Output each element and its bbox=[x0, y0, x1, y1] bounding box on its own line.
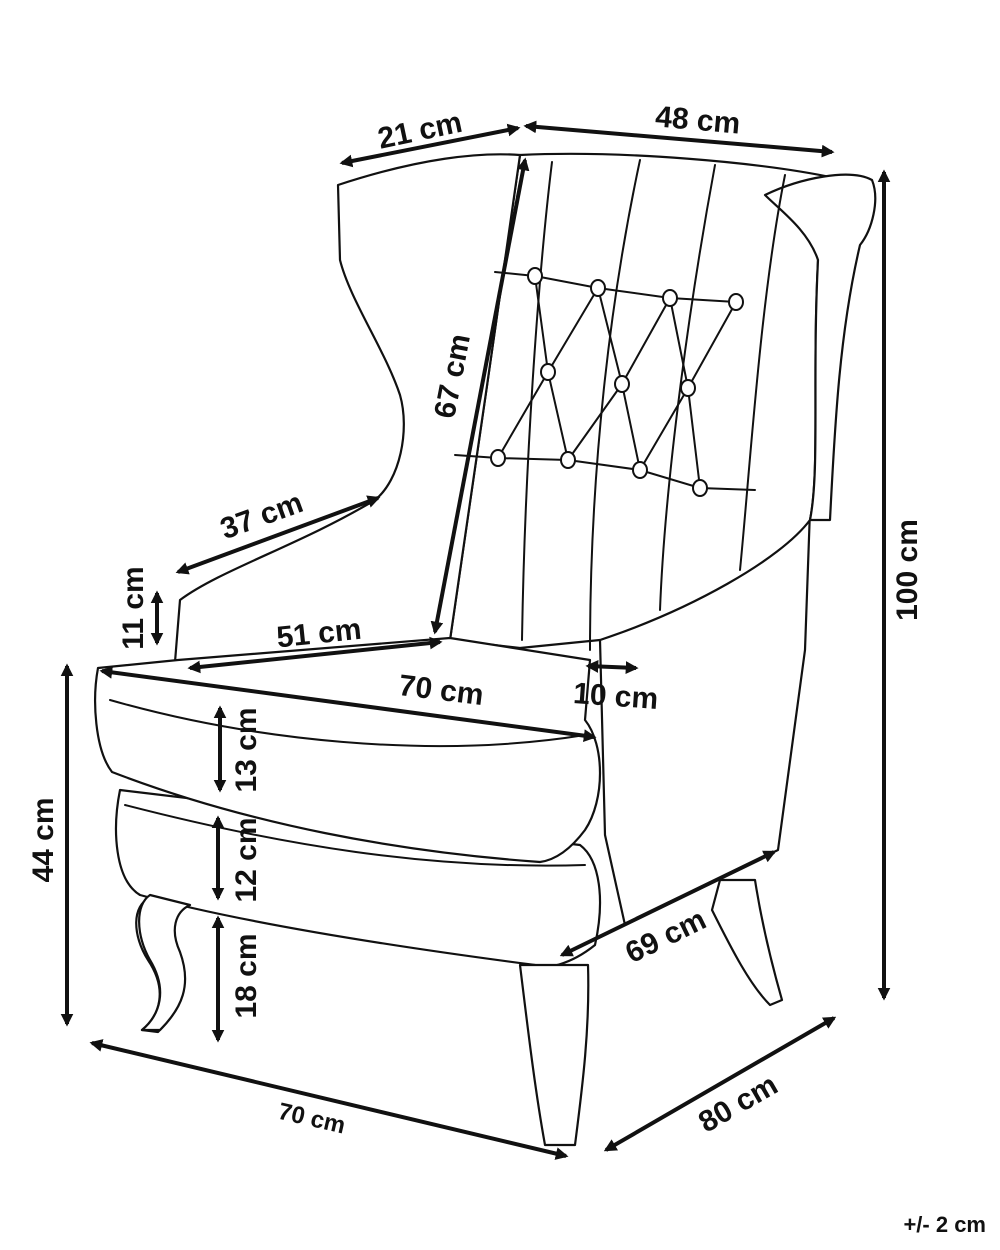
right-wing bbox=[763, 173, 877, 522]
label-cushion-height: 13 cm bbox=[230, 707, 263, 792]
tufting-channel bbox=[659, 164, 716, 611]
label-total-depth: 80 cm bbox=[693, 1068, 783, 1139]
label-total-width: 70 cm bbox=[275, 1098, 347, 1140]
label-seat-height: 44 cm bbox=[27, 797, 60, 882]
label-frame-height: 12 cm bbox=[230, 817, 263, 902]
label-arm-width: 10 cm bbox=[572, 677, 659, 716]
tufting-channel bbox=[589, 159, 641, 651]
label-arm-length: 37 cm bbox=[216, 486, 307, 546]
dim-line-total-width bbox=[89, 1039, 569, 1160]
dim-line-back-width bbox=[523, 120, 835, 158]
tufting-channel bbox=[739, 174, 786, 571]
front-left-leg bbox=[138, 893, 192, 1032]
front-right-leg bbox=[518, 963, 590, 1147]
label-leg-height: 18 cm bbox=[230, 933, 263, 1018]
dimension-lines bbox=[60, 120, 891, 1160]
dim-line-seat-depth bbox=[187, 636, 443, 674]
dim-line-side-wing-depth bbox=[339, 123, 521, 168]
dim-line-seat-width bbox=[99, 666, 597, 742]
back-right-leg bbox=[710, 878, 784, 1007]
dim-line-backrest-height bbox=[430, 157, 530, 635]
frame-seam bbox=[124, 804, 586, 867]
dim-line-total-depth bbox=[603, 1016, 837, 1152]
armchair-drawing bbox=[94, 152, 877, 1147]
dim-line-side-depth bbox=[559, 850, 777, 957]
dim-line-arm-width bbox=[585, 660, 639, 674]
label-back-width: 48 cm bbox=[654, 100, 742, 140]
label-total-height: 100 cm bbox=[891, 519, 924, 621]
label-arm-height: 11 cm bbox=[117, 566, 150, 649]
tolerance-note: +/- 2 cm bbox=[903, 1212, 986, 1237]
dim-line-arm-length bbox=[175, 495, 381, 575]
